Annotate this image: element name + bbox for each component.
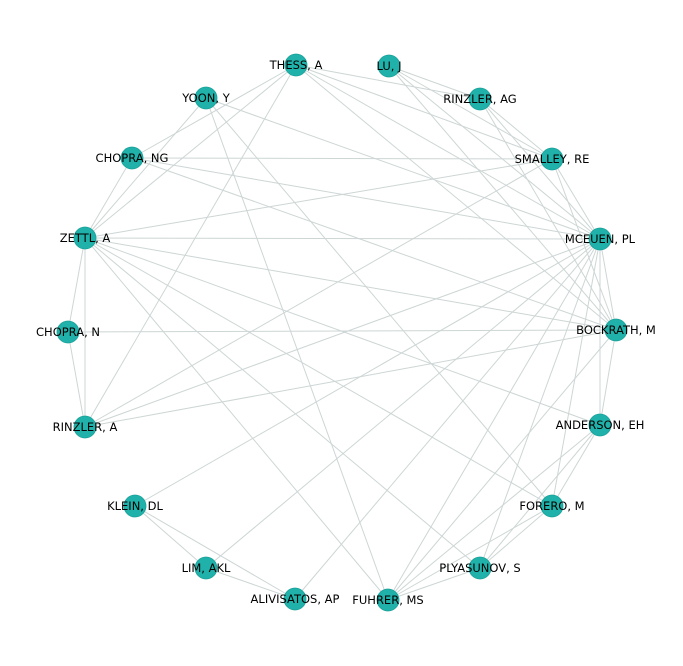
graph-node-ZETTL_A <box>73 226 97 250</box>
graph-node-CHOPRA_NG <box>120 146 144 170</box>
graph-edge-THESS_A--ZETTL_A <box>84 64 297 239</box>
graph-edge-YOON_Y--FUHRER_MS <box>205 97 389 601</box>
graph-edge-THESS_A--MCEUEN_PL <box>295 64 601 240</box>
graph-edge-MCEUEN_PL--BOCKRATH_M <box>599 238 617 331</box>
graph-edge-ZETTL_A--FORERO_M <box>84 237 553 507</box>
graph-edge-THESS_A--RINZLER_A <box>84 64 297 428</box>
graph-node-LU_J <box>377 54 401 78</box>
graph-node-THESS_A <box>284 53 308 77</box>
graph-node-FUHRER_MS <box>376 588 400 612</box>
graph-edge-PLYASUNOV_S--ANDERSON_EH <box>479 424 601 569</box>
graph-node-ALIVISATOS_AP <box>283 587 307 611</box>
graph-edge-YOON_Y--FORERO_M <box>205 97 553 507</box>
graph-node-LIM_AKL <box>194 556 218 580</box>
node-label-LU_J: LU, J <box>377 59 402 73</box>
graph-edge-CHOPRA_NG--ZETTL_A <box>84 157 133 239</box>
graph-edge-BOCKRATH_M--RINZLER_A <box>84 329 617 428</box>
graph-edge-MCEUEN_PL--PLYASUNOV_S <box>479 238 601 569</box>
graph-edge-LU_J--RINZLER_AG <box>388 65 481 100</box>
graph-node-BOCKRATH_M <box>604 318 628 342</box>
node-label-ANDERSON_EH: ANDERSON, EH <box>556 418 645 432</box>
graph-edge-SMALLEY_RE--MCEUEN_PL <box>551 158 601 240</box>
graph-edge-SMALLEY_RE--RINZLER_A <box>84 158 553 428</box>
graph-edge-CHOPRA_NG--MCEUEN_PL <box>131 157 601 240</box>
graph-edge-SMALLEY_RE--ZETTL_A <box>84 158 553 239</box>
graph-edge-ZETTL_A--MCEUEN_PL <box>84 237 601 240</box>
graph-edge-FUHRER_MS--ANDERSON_EH <box>387 424 601 601</box>
graph-edge-KLEIN_DL--LIM_AKL <box>134 505 207 569</box>
node-label-THESS_A: THESS, A <box>269 58 323 72</box>
node-label-ZETTL_A: ZETTL, A <box>60 231 111 245</box>
graph-edge-BOCKRATH_M--CHOPRA_N <box>67 329 617 333</box>
graph-edge-KLEIN_DL--ALIVISATOS_AP <box>134 505 296 600</box>
graph-edge-BOCKRATH_M--RINZLER_AG <box>479 98 617 331</box>
graph-node-PLYASUNOV_S <box>468 556 492 580</box>
node-label-KLEIN_DL: KLEIN, DL <box>107 499 163 513</box>
graph-node-RINZLER_A <box>73 415 97 439</box>
graph-edge-FUHRER_MS--FORERO_M <box>387 505 553 601</box>
graph-edge-BOCKRATH_M--ANDERSON_EH <box>599 329 617 426</box>
graph-edge-THESS_A--SMALLEY_RE <box>295 64 553 160</box>
graph-node-MCEUEN_PL <box>588 227 612 251</box>
graph-edge-MCEUEN_PL--LU_J <box>388 65 601 240</box>
graph-edge-BOCKRATH_M--FUHRER_MS <box>387 329 617 601</box>
graph-edge-MCEUEN_PL--FORERO_M <box>551 238 601 507</box>
graph-node-KLEIN_DL <box>123 494 147 518</box>
node-label-PLYASUNOV_S: PLYASUNOV, S <box>439 561 520 575</box>
graph-edge-CHOPRA_NG--BOCKRATH_M <box>131 157 617 331</box>
graph-edge-SMALLEY_RE--RINZLER_AG <box>479 98 553 160</box>
graph-edge-LIM_AKL--ALIVISATOS_AP <box>205 567 296 600</box>
graph-edge-THESS_A--RINZLER_AG <box>295 64 481 100</box>
graph-edge-SMALLEY_RE--LU_J <box>388 65 553 160</box>
graph-edge-MCEUEN_PL--KLEIN_DL <box>134 238 601 507</box>
graph-edge-ZETTL_A--CHOPRA_N <box>67 237 86 333</box>
edges-layer <box>67 64 617 601</box>
graph-edge-PLYASUNOV_S--FORERO_M <box>479 505 553 569</box>
node-label-RINZLER_AG: RINZLER, AG <box>443 92 516 106</box>
graph-edge-MCEUEN_PL--RINZLER_A <box>84 238 601 428</box>
graph-edge-MCEUEN_PL--ALIVISATOS_AP <box>294 238 601 600</box>
node-label-YOON_Y: YOON, Y <box>181 91 230 105</box>
graph-node-SMALLEY_RE <box>540 147 564 171</box>
node-label-BOCKRATH_M: BOCKRATH, M <box>576 323 656 337</box>
graph-edge-ZETTL_A--YOON_Y <box>84 97 207 239</box>
graph-edge-CHOPRA_N--RINZLER_A <box>67 331 86 428</box>
graph-node-RINZLER_AG <box>468 87 492 111</box>
graph-node-YOON_Y <box>194 86 218 110</box>
graph-edge-MCEUEN_PL--RINZLER_AG <box>479 98 601 240</box>
node-label-FUHRER_MS: FUHRER, MS <box>352 593 423 607</box>
graph-edge-MCEUEN_PL--FUHRER_MS <box>387 238 601 601</box>
graph-edge-ZETTL_A--ANDERSON_EH <box>84 237 601 426</box>
node-label-RINZLER_A: RINZLER, A <box>53 420 118 434</box>
graph-edge-MCEUEN_PL--YOON_Y <box>205 97 601 240</box>
node-label-CHOPRA_N: CHOPRA, N <box>36 325 100 339</box>
nodes-layer <box>56 53 628 612</box>
graph-edge-ZETTL_A--FUHRER_MS <box>84 237 389 601</box>
graph-node-ANDERSON_EH <box>588 413 612 437</box>
graph-edge-THESS_A--BOCKRATH_M <box>295 64 617 331</box>
node-label-MCEUEN_PL: MCEUEN, PL <box>565 232 636 246</box>
graph-edge-ZETTL_A--PLYASUNOV_S <box>84 237 481 569</box>
graph-edge-SMALLEY_RE--CHOPRA_NG <box>131 157 553 160</box>
node-label-CHOPRA_NG: CHOPRA, NG <box>96 151 169 165</box>
node-label-ALIVISATOS_AP: ALIVISATOS, AP <box>251 592 340 606</box>
node-label-SMALLEY_RE: SMALLEY, RE <box>515 152 590 166</box>
graph-node-FORERO_M <box>540 494 564 518</box>
labels-layer: THESS, A LU, J YOON, Y RINZLER, AG CHOPRA, N… <box>36 58 656 607</box>
graph-edge-ZETTL_A--BOCKRATH_M <box>84 237 617 331</box>
graph-edge-BOCKRATH_M--LU_J <box>388 65 617 331</box>
graph-node-CHOPRA_N <box>56 320 80 344</box>
graph-edge-MCEUEN_PL--LIM_AKL <box>205 238 601 569</box>
graph-edge-FUHRER_MS--PLYASUNOV_S <box>387 567 481 601</box>
graph-edge-THESS_A--CHOPRA_NG <box>131 64 297 159</box>
graph-edge-FORERO_M--ANDERSON_EH <box>551 424 601 507</box>
node-label-FORERO_M: FORERO, M <box>519 499 584 513</box>
node-label-LIM_AKL: LIM, AKL <box>182 561 231 575</box>
